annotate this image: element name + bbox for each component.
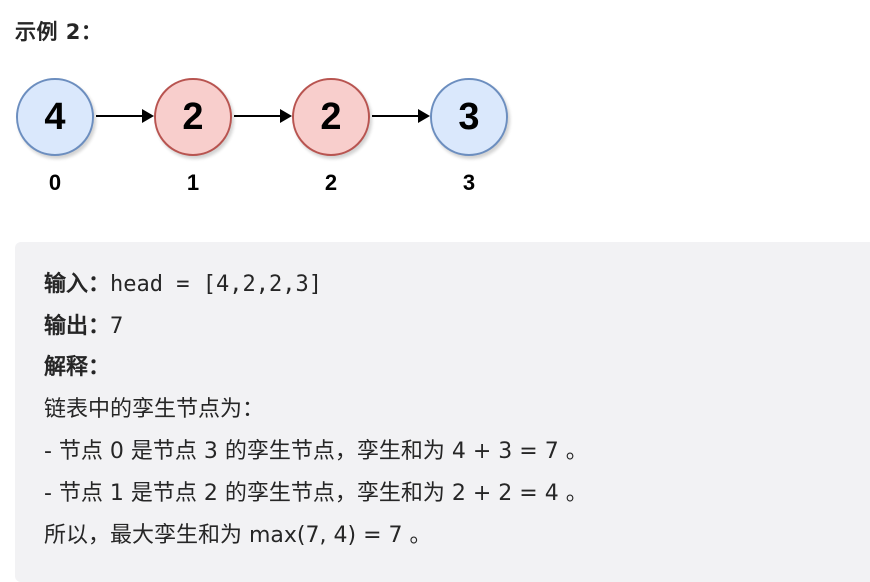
list-node-0: 4 [16, 78, 94, 156]
explain-label: 解释： [44, 355, 111, 380]
node-index-2: 2 [324, 170, 338, 195]
arrow-icon [372, 109, 430, 123]
output-value: 7 [110, 314, 124, 339]
explain-line-1: 链表中的孪生节点为： [44, 397, 265, 422]
arrow-icon [234, 109, 292, 123]
list-node-1: 2 [154, 78, 232, 156]
example-title: 示例 2： [15, 20, 103, 44]
output-line: 输出：7 [44, 308, 123, 340]
node-index-1: 1 [186, 170, 200, 195]
input-label: 输入： [44, 272, 111, 297]
arrow-icon [96, 109, 154, 123]
explain-line-2: - 节点 0 是节点 3 的孪生节点，孪生和为 4 + 3 = 7 。 [44, 439, 588, 464]
output-label: 输出： [44, 314, 111, 339]
node-index-3: 3 [462, 170, 476, 195]
input-value: head = [4,2,2,3] [110, 272, 322, 297]
input-line: 输入：head = [4,2,2,3] [44, 266, 322, 298]
list-node-3: 3 [430, 78, 508, 156]
example-block [15, 242, 870, 582]
linked-list-diagram: 4 2 2 3 0 1 2 3 [0, 70, 560, 200]
list-node-2: 2 [292, 78, 370, 156]
node-index-0: 0 [48, 170, 62, 195]
explain-line-3: - 节点 1 是节点 2 的孪生节点，孪生和为 2 + 2 = 4 。 [44, 481, 588, 506]
explain-line-4: 所以，最大孪生和为 max(7, 4) = 7 。 [44, 523, 432, 548]
